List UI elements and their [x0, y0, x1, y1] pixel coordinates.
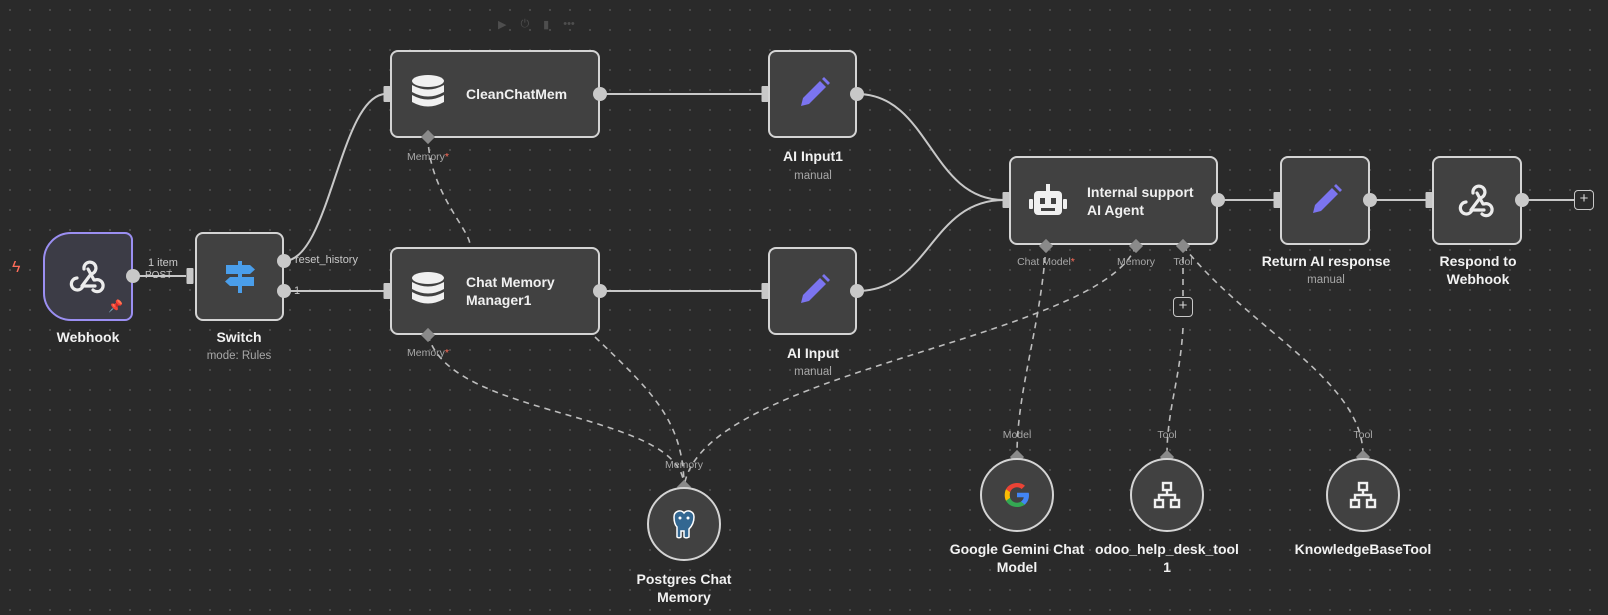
- trash-icon[interactable]: ▮: [543, 19, 550, 31]
- webhook-icon: [1458, 184, 1494, 217]
- add-tool-button[interactable]: +: [1173, 297, 1193, 317]
- aiinput-node-subtitle: manual: [794, 366, 832, 378]
- pencil-icon: [800, 77, 830, 106]
- edge-manager-postgres: [594, 336, 685, 488]
- edge-odoo-tool: [1166, 327, 1184, 456]
- agent-node[interactable]: Internal support AI Agent: [1009, 156, 1218, 245]
- kb-port-label: Tool: [1353, 429, 1373, 441]
- node-hover-toolbar: ▶ ⏻ ▮ •••: [498, 18, 575, 31]
- agent-input-handle[interactable]: [1002, 192, 1010, 208]
- network-icon: [1349, 481, 1377, 509]
- webhook-node-title: Webhook: [56, 329, 120, 345]
- postgres-node[interactable]: [647, 487, 721, 561]
- gemini-node[interactable]: [980, 458, 1054, 532]
- cleanchatmem-node-title: CleanChatMem: [466, 86, 568, 102]
- cleanchatmem-node[interactable]: CleanChatMem: [390, 50, 600, 138]
- switch-node-subtitle: mode: Rules: [206, 350, 272, 362]
- postgres-port-label: Memory: [665, 459, 703, 471]
- respond-node-title: Respond to Webhook: [1439, 253, 1517, 287]
- agent-chatmodel-label: Chat Model*: [1017, 256, 1075, 268]
- edge-agent-model: [1016, 245, 1047, 456]
- aiinput-node[interactable]: [768, 247, 857, 335]
- kb-tool-node-title: KnowledgeBaseTool: [1294, 541, 1432, 557]
- kb-tool-node[interactable]: [1326, 458, 1400, 532]
- trigger-bolt-icon: ϟ: [12, 259, 21, 276]
- respond-input-handle[interactable]: [1425, 192, 1433, 208]
- webhook-icon: [69, 260, 105, 293]
- agent-tool-label: Tool: [1173, 256, 1193, 268]
- returnai-node[interactable]: [1280, 156, 1370, 245]
- respond-node[interactable]: [1432, 156, 1522, 245]
- agent-output-handle[interactable]: [1211, 193, 1225, 207]
- webhook-method: POST: [145, 270, 173, 281]
- aiinput-node-title: AI Input: [786, 345, 840, 361]
- edge-cleanchatmem-memory: [427, 135, 471, 246]
- aiinput1-node-title: AI Input1: [783, 148, 843, 164]
- edge-chatmemorymanager-memory: [427, 334, 685, 488]
- switch-output-1-handle[interactable]: [277, 284, 291, 298]
- aiinput1-output-handle[interactable]: [850, 87, 864, 101]
- gemini-port-label: Model: [1002, 429, 1032, 441]
- database-icon: [412, 75, 444, 107]
- respond-output-handle[interactable]: [1515, 193, 1529, 207]
- network-icon: [1153, 481, 1181, 509]
- chatmemorymanager-node[interactable]: Chat Memory Manager1: [390, 247, 600, 335]
- robot-icon: [1029, 183, 1067, 215]
- returnai-input-handle[interactable]: [1273, 192, 1281, 208]
- more-icon[interactable]: •••: [563, 18, 575, 30]
- cleanchatmem-input-handle[interactable]: [383, 86, 391, 102]
- returnai-node-title: Return AI response: [1261, 253, 1391, 269]
- webhook-node[interactable]: 📌: [43, 232, 133, 321]
- webhook-item-count: 1 item: [148, 257, 178, 269]
- pin-icon: 📌: [108, 299, 123, 313]
- switch-output-reset-label: reset_history: [295, 254, 358, 266]
- webhook-output-handle[interactable]: [126, 269, 140, 283]
- edge-agent-memory-postgres: [683, 245, 1137, 488]
- switch-node-title: Switch: [216, 329, 262, 345]
- edge-switch-cleanchatmem: [283, 93, 387, 262]
- chatmemorymanager-output-handle[interactable]: [593, 284, 607, 298]
- returnai-node-subtitle: manual: [1307, 274, 1345, 286]
- postgres-elephant-icon: [673, 510, 695, 539]
- returnai-output-handle[interactable]: [1363, 193, 1377, 207]
- edge-agent-tool-kb: [1182, 245, 1364, 456]
- edge-aiinput1-agent: [856, 93, 1005, 201]
- cleanchatmem-memory-label: Memory*: [406, 151, 450, 163]
- aiinput-output-handle[interactable]: [850, 284, 864, 298]
- odoo-tool-node[interactable]: [1130, 458, 1204, 532]
- aiinput1-input-handle[interactable]: [761, 86, 769, 102]
- agent-memory-label: Memory: [1117, 256, 1155, 268]
- agent-node-title: Internal support AI Agent: [1087, 183, 1194, 218]
- switch-output-1-label: 1: [294, 285, 301, 297]
- cleanchatmem-output-handle[interactable]: [593, 87, 607, 101]
- pencil-icon: [1313, 183, 1342, 213]
- gemini-node-title: Google Gemini Chat Model: [949, 541, 1085, 575]
- aiinput1-node[interactable]: [768, 50, 857, 138]
- google-g-icon: [1004, 483, 1029, 507]
- odoo-tool-node-title: odoo_help_desk_tool 1: [1095, 541, 1239, 575]
- signpost-icon: [224, 260, 255, 293]
- database-icon: [412, 272, 444, 304]
- switch-node[interactable]: [195, 232, 284, 321]
- pencil-icon: [800, 274, 830, 303]
- chatmemorymanager-memory-label: Memory*: [406, 347, 450, 359]
- odoo-port-label: Tool: [1157, 429, 1177, 441]
- power-icon[interactable]: ⏻: [520, 18, 530, 30]
- play-icon[interactable]: ▶: [498, 19, 507, 31]
- postgres-node-title: Postgres Chat Memory: [636, 571, 732, 605]
- switch-input-handle[interactable]: [186, 268, 194, 284]
- chatmemorymanager-input-handle[interactable]: [383, 283, 391, 299]
- add-node-button[interactable]: +: [1574, 190, 1594, 210]
- switch-output-reset-handle[interactable]: [277, 254, 291, 268]
- aiinput1-node-subtitle: manual: [794, 170, 832, 182]
- aiinput-input-handle[interactable]: [761, 283, 769, 299]
- chatmemorymanager-node-title: Chat Memory Manager1: [466, 274, 555, 308]
- edge-aiinput-agent: [856, 199, 1005, 292]
